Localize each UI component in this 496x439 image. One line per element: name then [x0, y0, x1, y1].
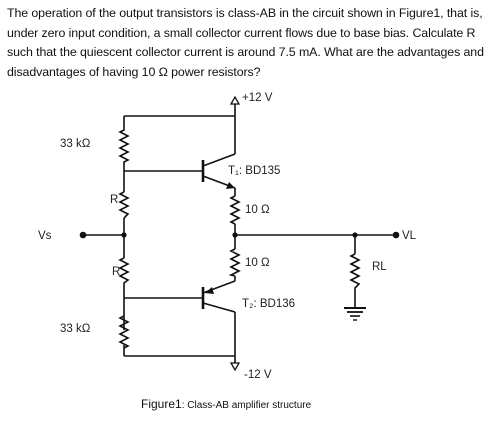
resistor-re2-label: 10 Ω: [245, 257, 270, 269]
resistor-rl: [349, 253, 361, 290]
vee-arrow: [229, 362, 241, 372]
t2-label: T₂: BD136: [242, 298, 295, 310]
vl-terminal: [392, 231, 400, 239]
resistor-rl-label: RL: [372, 261, 387, 273]
resistor-r2: [118, 257, 130, 287]
transistor-t1: [201, 153, 236, 189]
transistor-t2: [201, 280, 236, 313]
t1-label: T₁: BD135: [228, 165, 280, 177]
resistor-33k-top: [118, 126, 130, 166]
resistor-r1: [118, 191, 130, 219]
question-text: The operation of the output transistors …: [7, 6, 484, 79]
vl-label: VL: [402, 230, 417, 242]
figure-caption-prefix: Figure1: [141, 397, 182, 411]
figure-caption-text: : Class-AB amplifier structure: [182, 400, 312, 411]
resistor-r1-label: R: [110, 194, 118, 206]
resistor-33k-top-label: 33 kΩ: [60, 138, 91, 150]
figure-caption: Figure1: Class-AB amplifier structure: [141, 397, 312, 411]
resistor-33k-bottom: [118, 315, 130, 349]
vcc-label: +12 V: [242, 92, 273, 104]
vee-label: -12 V: [244, 369, 272, 381]
resistor-re1-label: 10 Ω: [245, 204, 270, 216]
bottom-rail: [124, 312, 236, 363]
vs-label: Vs: [38, 230, 52, 242]
ground-icon: [344, 307, 366, 321]
top-rail: [124, 104, 236, 154]
junction-dot: [121, 232, 127, 238]
vcc-arrow: [229, 95, 241, 105]
resistor-r2-label: R: [112, 266, 120, 278]
resistor-33k-bottom-label: 33 kΩ: [60, 323, 91, 335]
resistor-re2: [228, 248, 241, 277]
resistor-re1: [229, 195, 241, 225]
